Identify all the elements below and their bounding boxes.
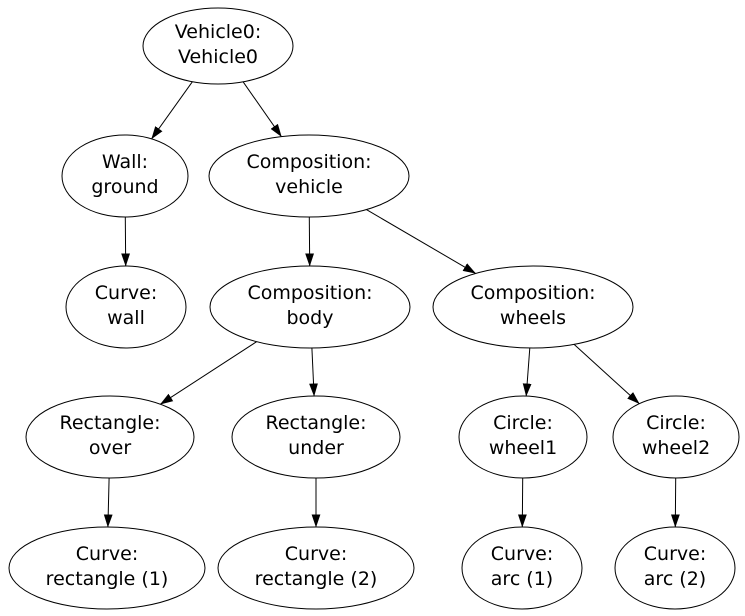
nodes-layer: Vehicle0:Vehicle0Wall:groundComposition:… — [8, 7, 740, 610]
node-ellipse — [65, 265, 187, 349]
node-wheel1: Circle: wheel1 — [458, 395, 588, 479]
node-ellipse — [458, 395, 588, 479]
node-label-line: over — [89, 437, 132, 459]
node-label-line: rectangle (2) — [255, 568, 378, 590]
node-label-line: wall — [107, 307, 145, 329]
edge-comp_wheels-wheel1 — [522, 347, 532, 397]
node-ellipse — [231, 395, 401, 479]
node-label-line: Curve: — [95, 282, 157, 304]
node-label-line: Circle: — [646, 412, 706, 434]
node-label-line: under — [288, 437, 344, 459]
node-rect_under: Rectangle: under — [231, 395, 401, 479]
edge-comp_wheels-wheel2 — [573, 344, 640, 405]
edge-comp_body-rect_under — [309, 347, 318, 397]
edge-comp_body-rect_over — [159, 341, 257, 405]
node-label-line: body — [287, 307, 334, 329]
node-comp_vehicle: Composition: vehicle — [208, 134, 410, 218]
edge-vehicle0-comp_vehicle — [242, 81, 282, 138]
node-label-line: Composition: — [247, 282, 372, 304]
edge-comp_vehicle-comp_wheels — [366, 209, 477, 274]
node-ellipse — [8, 526, 206, 610]
node-ellipse — [461, 526, 583, 610]
node-ellipse — [217, 526, 415, 610]
node-label-line: Composition: — [470, 282, 595, 304]
node-curve_rect1: Curve: rectangle (1) — [8, 526, 206, 610]
node-label-line: wheel1 — [489, 437, 557, 459]
node-ellipse — [432, 265, 634, 349]
node-wheel2: Circle: wheel2 — [612, 395, 740, 479]
edge-vehicle0-wall — [151, 81, 193, 140]
node-label-line: Curve: — [491, 543, 553, 565]
node-ellipse — [209, 265, 411, 349]
node-rect_over: Rectangle: over — [25, 395, 195, 479]
node-label-line: Vehicle0: — [175, 21, 261, 43]
node-vehicle0: Vehicle0: Vehicle0 — [142, 7, 294, 85]
node-comp_wheels: Composition: wheels — [432, 265, 634, 349]
node-label-line: arc (2) — [644, 568, 706, 590]
node-comp_body: Composition: body — [209, 265, 411, 349]
node-label-line: Curve: — [285, 543, 347, 565]
node-curve_arc2: Curve: arc (2) — [614, 526, 736, 610]
node-ellipse — [61, 134, 189, 218]
node-label-line: wheels — [500, 307, 566, 329]
node-ellipse — [612, 395, 740, 479]
node-label-line: vehicle — [275, 176, 343, 198]
node-ellipse — [208, 134, 410, 218]
node-curve_rect2: Curve: rectangle (2) — [217, 526, 415, 610]
node-label-line: Rectangle: — [59, 412, 160, 434]
node-label-line: arc (1) — [491, 568, 553, 590]
node-curve_wall: Curve: wall — [65, 265, 187, 349]
node-label-line: Curve: — [644, 543, 706, 565]
node-curve_arc1: Curve: arc (1) — [461, 526, 583, 610]
node-label-line: ground — [91, 176, 158, 198]
node-ellipse — [614, 526, 736, 610]
node-label-line: wheel2 — [642, 437, 710, 459]
node-label-line: Composition: — [246, 151, 371, 173]
node-label-line: Wall: — [102, 151, 148, 173]
node-ellipse — [142, 7, 294, 85]
edges-layer — [103, 81, 680, 528]
node-label-line: rectangle (1) — [46, 568, 169, 590]
node-label-line: Circle: — [493, 412, 553, 434]
edge-rect_over-curve_rect1 — [103, 477, 113, 528]
node-label-line: Rectangle: — [265, 412, 366, 434]
node-label-line: Curve: — [76, 543, 138, 565]
node-wall: Wall: ground — [61, 134, 189, 218]
node-label-line: Vehicle0 — [178, 46, 258, 68]
node-ellipse — [25, 395, 195, 479]
